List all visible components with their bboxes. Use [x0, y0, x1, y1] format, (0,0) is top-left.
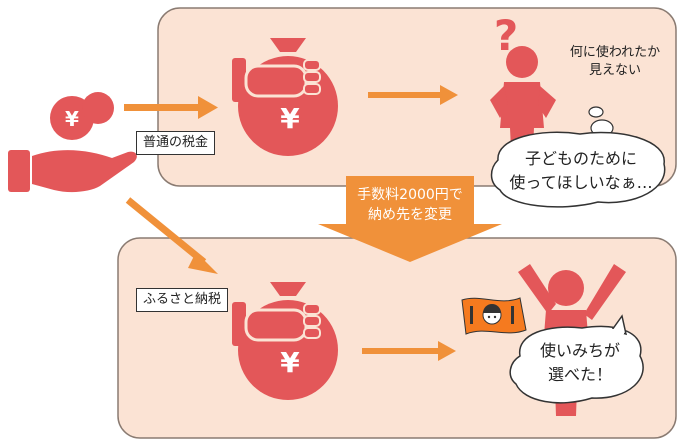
unseen-text-line2: 見えない — [588, 63, 641, 78]
fee-text-line2: 納め先を変更 — [368, 207, 452, 223]
fee-change-arrow — [318, 176, 502, 262]
hand-with-coin-icon — [8, 92, 137, 193]
wish-text-line1: 子どものために — [524, 149, 637, 168]
money-bag-icon — [232, 38, 338, 156]
furusato-tax-tag: ふるさと納税 — [136, 288, 229, 312]
arrow-bag-to-person-bottom — [362, 341, 456, 361]
unseen-text-line1: 何に使われたか — [569, 45, 661, 60]
arrow-hand-to-furusato — [125, 197, 218, 274]
money-bag-yen-bottom: ¥ — [280, 346, 300, 379]
speech-bubble — [509, 314, 644, 404]
arrow-hand-to-normal-tax — [124, 96, 218, 119]
thought-bubble — [490, 106, 666, 208]
flag-icon — [461, 297, 527, 335]
coin-yen-symbol: ¥ — [65, 107, 79, 131]
arrow-bag-to-person-top — [368, 85, 458, 105]
choice-text-line2: 選べた！ — [547, 365, 612, 384]
money-bag-yen-top: ¥ — [280, 102, 300, 135]
wish-text-line2: 使ってほしいなぁ… — [509, 173, 653, 192]
choice-text-line1: 使いみちが — [539, 341, 620, 360]
normal-tax-tag: 普通の税金 — [136, 131, 216, 155]
fee-text-line1: 手数料2000円で — [357, 187, 463, 203]
money-bag-icon-bottom — [232, 282, 338, 400]
